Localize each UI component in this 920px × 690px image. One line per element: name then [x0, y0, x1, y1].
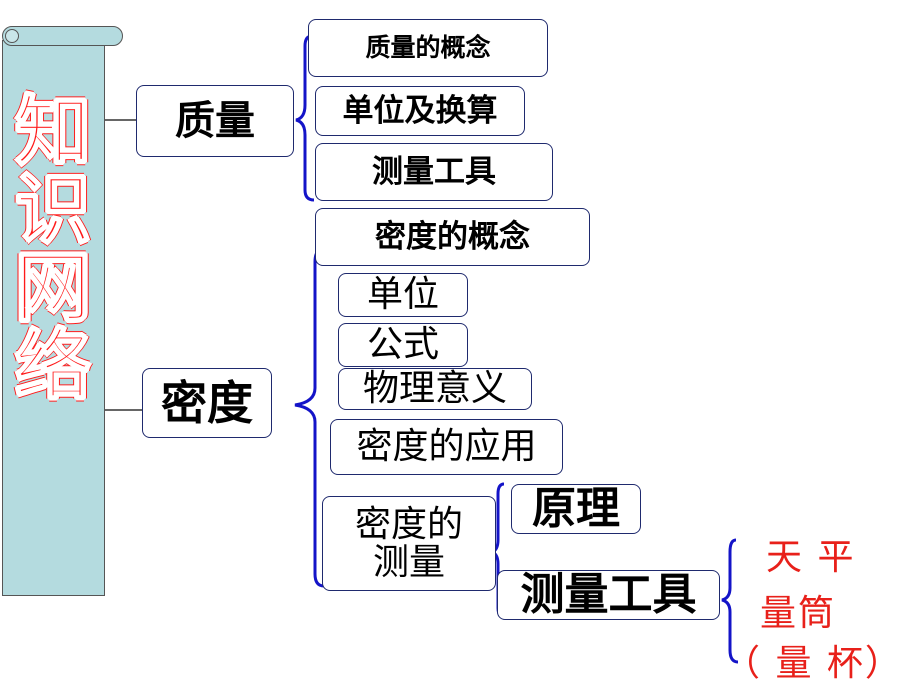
title-char: 识: [14, 165, 92, 254]
node-density: 密度: [142, 368, 272, 438]
tool-balance: 天 平: [766, 537, 856, 578]
brace-density: [294, 248, 325, 588]
node-mass-concept: 质量的概念: [308, 19, 548, 77]
scroll-top-roll: [2, 26, 123, 46]
node-density-unit: 单位: [338, 273, 468, 317]
node-density-measure-line1: 密度的: [354, 503, 463, 545]
node-density-measure-line2: 测量: [372, 541, 445, 583]
vertical-title: 知 识 网 络: [8, 87, 98, 410]
node-mass-tools: 测量工具: [315, 143, 553, 201]
title-char: 知: [14, 87, 92, 176]
node-density-meaning: 物理意义: [338, 368, 532, 410]
node-measure-tools: 测量工具: [497, 570, 720, 620]
node-principle: 原理: [511, 484, 641, 534]
node-mass-units: 单位及换算: [315, 86, 525, 136]
brace-mass: [295, 34, 315, 202]
title-char: 络: [14, 321, 92, 410]
node-density-concept: 密度的概念: [315, 208, 590, 266]
tool-cup: （ 量 杯）: [724, 643, 903, 684]
node-density-formula: 公式: [338, 323, 468, 367]
scroll-curl-icon: [5, 29, 19, 43]
tool-cylinder: 量筒: [760, 593, 837, 634]
node-density-measure: 密度的 测量: [322, 496, 496, 591]
node-density-application: 密度的应用: [330, 419, 563, 475]
node-mass: 质量: [136, 85, 294, 157]
title-char: 网: [14, 243, 92, 332]
brace-tools: [721, 538, 739, 664]
scroll-banner: [2, 40, 105, 596]
